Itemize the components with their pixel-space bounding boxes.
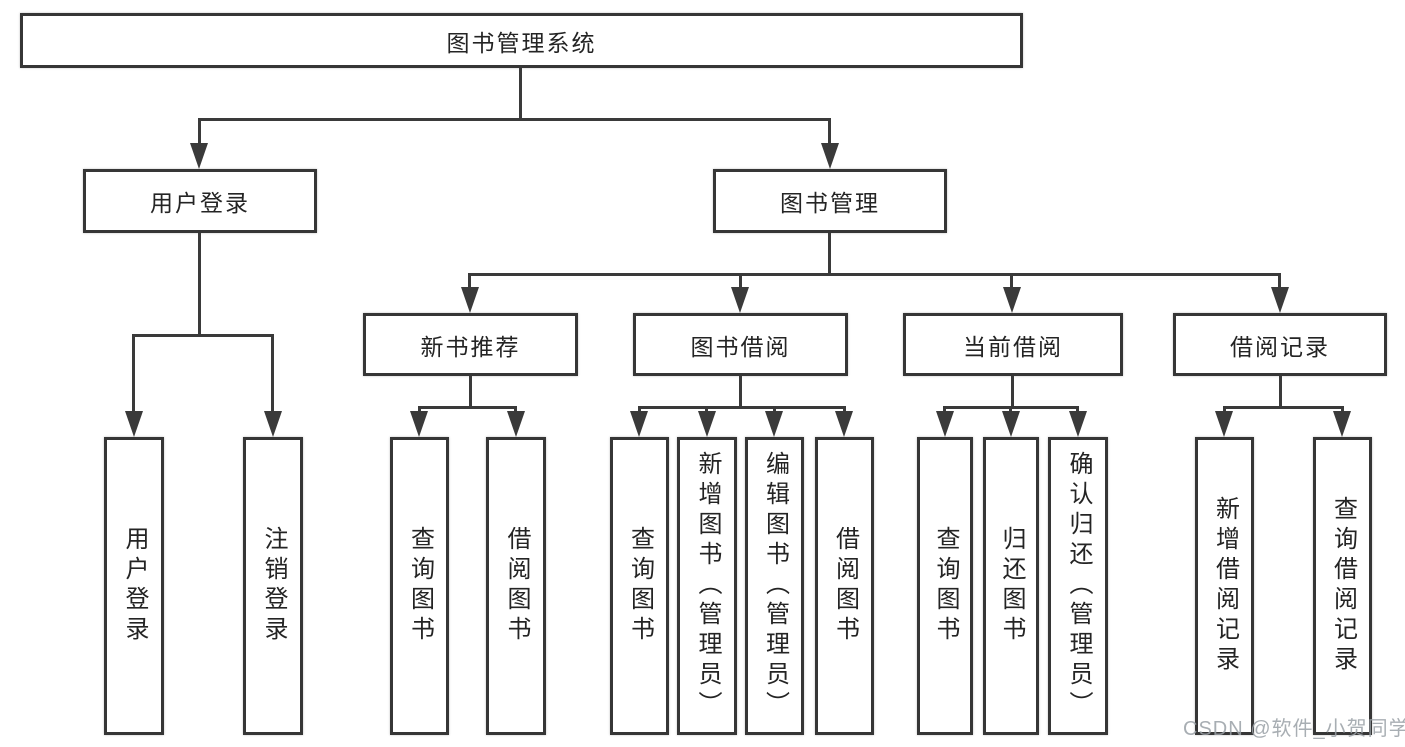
arrow-down-icon xyxy=(1069,411,1087,437)
leaf-confirm-return-admin: 确认归还（管理员） xyxy=(1048,437,1108,735)
leaf-query-books-recommend: 查询图书 xyxy=(390,437,449,735)
connector-line xyxy=(469,376,472,408)
connector-line xyxy=(198,118,201,146)
leaf-user-login: 用户登录 xyxy=(104,437,164,735)
arrow-down-icon xyxy=(1271,287,1289,313)
arrow-down-icon xyxy=(835,411,853,437)
connector-line xyxy=(739,376,742,408)
leaf-return-books: 归还图书 xyxy=(983,437,1039,735)
leaf-edit-books-admin: 编辑图书（管理员） xyxy=(745,437,804,735)
arrow-down-icon xyxy=(698,411,716,437)
csdn-watermark: CSDN @软件_小贺同学 xyxy=(1183,718,1405,740)
connector-line xyxy=(1341,406,1344,414)
leaf-borrow-books-recommend: 借阅图书 xyxy=(486,437,546,735)
arrow-down-icon xyxy=(410,411,428,437)
node-book-borrowing: 图书借阅 xyxy=(633,313,848,376)
connector-line xyxy=(828,118,831,146)
connector-line xyxy=(1223,406,1344,409)
connector-line xyxy=(773,406,776,414)
arrow-down-icon xyxy=(731,287,749,313)
arrow-down-icon xyxy=(1002,411,1020,437)
arrow-down-icon xyxy=(461,287,479,313)
connector-line xyxy=(514,406,517,414)
connector-line xyxy=(418,406,517,409)
connector-line xyxy=(828,233,831,276)
arrow-down-icon xyxy=(1003,287,1021,313)
node-new-book-recommend: 新书推荐 xyxy=(363,313,578,376)
connector-line xyxy=(468,273,471,291)
connector-line xyxy=(1278,273,1281,291)
arrow-down-icon xyxy=(1215,411,1233,437)
connector-line xyxy=(1076,406,1079,414)
connector-line xyxy=(638,406,846,409)
node-library-management-system: 图书管理系统 xyxy=(20,13,1023,68)
connector-line xyxy=(418,406,421,414)
node-current-borrowing: 当前借阅 xyxy=(903,313,1123,376)
node-user-login: 用户登录 xyxy=(83,169,317,233)
connector-line xyxy=(132,334,135,414)
connector-line xyxy=(519,68,522,118)
leaf-query-books-borrowing: 查询图书 xyxy=(610,437,669,735)
connector-line xyxy=(1009,406,1012,414)
arrow-down-icon xyxy=(125,411,143,437)
arrow-down-icon xyxy=(1333,411,1351,437)
arrow-down-icon xyxy=(264,411,282,437)
connector-line xyxy=(1223,406,1226,414)
leaf-add-books-admin: 新增图书（管理员） xyxy=(677,437,737,735)
connector-line xyxy=(1011,376,1014,408)
node-book-management: 图书管理 xyxy=(713,169,947,233)
connector-line xyxy=(198,233,201,337)
leaf-borrow-books-borrowing: 借阅图书 xyxy=(815,437,874,735)
leaf-query-borrow-record: 查询借阅记录 xyxy=(1313,437,1372,735)
arrow-down-icon xyxy=(190,143,208,169)
arrow-down-icon xyxy=(936,411,954,437)
connector-line xyxy=(1279,376,1282,408)
connector-line xyxy=(271,334,274,414)
arrow-down-icon xyxy=(507,411,525,437)
connector-line xyxy=(705,406,708,414)
connector-line xyxy=(198,118,831,121)
connector-line xyxy=(132,334,274,337)
arrow-down-icon xyxy=(630,411,648,437)
connector-line xyxy=(1010,273,1013,291)
leaf-add-borrow-record: 新增借阅记录 xyxy=(1195,437,1254,735)
leaf-query-books-current: 查询图书 xyxy=(917,437,973,735)
connector-line xyxy=(638,406,641,414)
connector-line xyxy=(843,406,846,414)
arrow-down-icon xyxy=(821,143,839,169)
arrow-down-icon xyxy=(765,411,783,437)
connector-line xyxy=(739,273,742,291)
connector-line xyxy=(943,406,946,414)
connector-line xyxy=(468,273,1281,276)
leaf-logout: 注销登录 xyxy=(243,437,303,735)
node-borrowing-records: 借阅记录 xyxy=(1173,313,1387,376)
